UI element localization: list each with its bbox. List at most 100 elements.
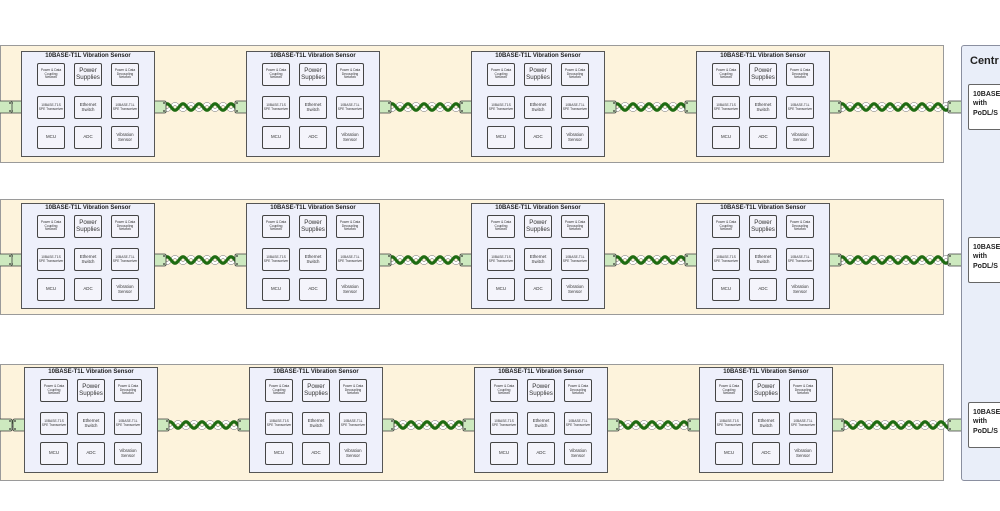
- connector-pin: [388, 255, 390, 257]
- block-power: Power Supplies: [524, 63, 552, 86]
- sensor-title: 10BASE-T1L Vibration Sensor: [270, 53, 356, 59]
- connector-pin: [236, 102, 238, 104]
- block-adc: ADC: [749, 126, 777, 149]
- block-mcu: MCU: [37, 278, 65, 301]
- sensor-title: 10BASE-T1L Vibration Sensor: [45, 53, 131, 59]
- block-t1s: 10BASE-T1S SPE Transceiver: [487, 248, 515, 271]
- connector-pin: [239, 420, 241, 422]
- block-coupling: Power & Data Coupling Network: [715, 379, 743, 402]
- block-coupling: Power & Data Coupling Network: [37, 63, 65, 86]
- sensor-title: 10BASE-T1L Vibration Sensor: [48, 369, 134, 375]
- connector-pin: [464, 428, 466, 430]
- connector-pin: [461, 110, 463, 112]
- block-t1l: 10BASE-T1L SPE Transceiver: [111, 96, 139, 119]
- block-coupling: Power & Data Coupling Network: [37, 215, 65, 238]
- block-coupling: Power & Data Coupling Network: [712, 215, 740, 238]
- block-vib: Vibration Sensor: [561, 278, 589, 301]
- connector-pin: [613, 255, 615, 257]
- block-coupling: Power & Data Coupling Network: [490, 379, 518, 402]
- block-switch: Ethernet Switch: [302, 412, 330, 435]
- block-switch: Ethernet Switch: [77, 412, 105, 435]
- block-power: Power Supplies: [74, 63, 102, 86]
- spe-connector: [0, 100, 13, 114]
- block-switch: Ethernet Switch: [749, 96, 777, 119]
- connector-pin: [689, 420, 691, 422]
- block-t1l: 10BASE-T1L SPE Transceiver: [786, 248, 814, 271]
- block-t1l: 10BASE-T1L SPE Transceiver: [789, 412, 817, 435]
- block-switch: Ethernet Switch: [752, 412, 780, 435]
- block-switch: Ethernet Switch: [74, 248, 102, 271]
- connector-pin: [838, 110, 840, 112]
- block-coupling: Power & Data Coupling Network: [487, 215, 515, 238]
- block-vib: Vibration Sensor: [339, 442, 367, 465]
- connector-pin: [613, 102, 615, 104]
- block-adc: ADC: [524, 278, 552, 301]
- block-power: Power Supplies: [74, 215, 102, 238]
- block-t1s: 10BASE-T1S SPE Transceiver: [712, 96, 740, 119]
- block-t1l: 10BASE-T1L SPE Transceiver: [564, 412, 592, 435]
- twisted-pair-cable: [378, 102, 472, 112]
- block-mcu: MCU: [487, 278, 515, 301]
- sensor-title: 10BASE-T1L Vibration Sensor: [720, 205, 806, 211]
- central-port-label: 10BASE: [973, 91, 1000, 98]
- block-adc: ADC: [74, 126, 102, 149]
- block-coupling: Power & Data Coupling Network: [265, 379, 293, 402]
- block-coupling: Power & Data Coupling Network: [40, 379, 68, 402]
- twisted-pair-cable: [156, 420, 250, 430]
- connector-pin: [686, 263, 688, 265]
- block-switch: Ethernet Switch: [74, 96, 102, 119]
- block-decoupling: Power & Data Decoupling Network: [786, 215, 814, 238]
- block-decoupling: Power & Data Decoupling Network: [111, 215, 139, 238]
- block-mcu: MCU: [487, 126, 515, 149]
- twisted-pair-cable: [831, 420, 970, 430]
- block-decoupling: Power & Data Decoupling Network: [561, 215, 589, 238]
- block-mcu: MCU: [715, 442, 743, 465]
- block-decoupling: Power & Data Decoupling Network: [564, 379, 592, 402]
- connector-pin: [391, 420, 393, 422]
- block-vib: Vibration Sensor: [336, 126, 364, 149]
- connector-pin: [949, 263, 951, 265]
- block-t1s: 10BASE-T1S SPE Transceiver: [490, 412, 518, 435]
- block-t1l: 10BASE-T1L SPE Transceiver: [339, 412, 367, 435]
- block-vib: Vibration Sensor: [786, 126, 814, 149]
- sensor-title: 10BASE-T1L Vibration Sensor: [270, 205, 356, 211]
- block-switch: Ethernet Switch: [299, 96, 327, 119]
- connector-pin: [166, 420, 168, 422]
- central-port-label: 10BASE: [973, 244, 1000, 251]
- twisted-pair-cable: [381, 420, 475, 430]
- central-port-label: PoDL/S: [973, 427, 998, 435]
- block-adc: ADC: [299, 126, 327, 149]
- spe-connector: [0, 418, 13, 432]
- block-t1l: 10BASE-T1L SPE Transceiver: [111, 248, 139, 271]
- block-vib: Vibration Sensor: [786, 278, 814, 301]
- block-t1s: 10BASE-T1S SPE Transceiver: [265, 412, 293, 435]
- connector-pin: [686, 102, 688, 104]
- connector-pin: [388, 110, 390, 112]
- block-t1s: 10BASE-T1S SPE Transceiver: [37, 248, 65, 271]
- connector-pin: [464, 420, 466, 422]
- connector-pin: [613, 263, 615, 265]
- connector-pin: [949, 110, 951, 112]
- connector-pin: [388, 263, 390, 265]
- block-t1l: 10BASE-T1L SPE Transceiver: [786, 96, 814, 119]
- block-power: Power Supplies: [749, 63, 777, 86]
- block-power: Power Supplies: [299, 215, 327, 238]
- block-power: Power Supplies: [302, 379, 330, 402]
- connector-pin: [14, 428, 16, 430]
- connector-pin: [239, 428, 241, 430]
- connector-pin: [949, 420, 951, 422]
- sensor-title: 10BASE-T1L Vibration Sensor: [720, 53, 806, 59]
- block-adc: ADC: [77, 442, 105, 465]
- connector-pin: [841, 428, 843, 430]
- connector-pin: [14, 420, 16, 422]
- block-decoupling: Power & Data Decoupling Network: [336, 63, 364, 86]
- block-adc: ADC: [527, 442, 555, 465]
- block-coupling: Power & Data Coupling Network: [262, 63, 290, 86]
- block-power: Power Supplies: [752, 379, 780, 402]
